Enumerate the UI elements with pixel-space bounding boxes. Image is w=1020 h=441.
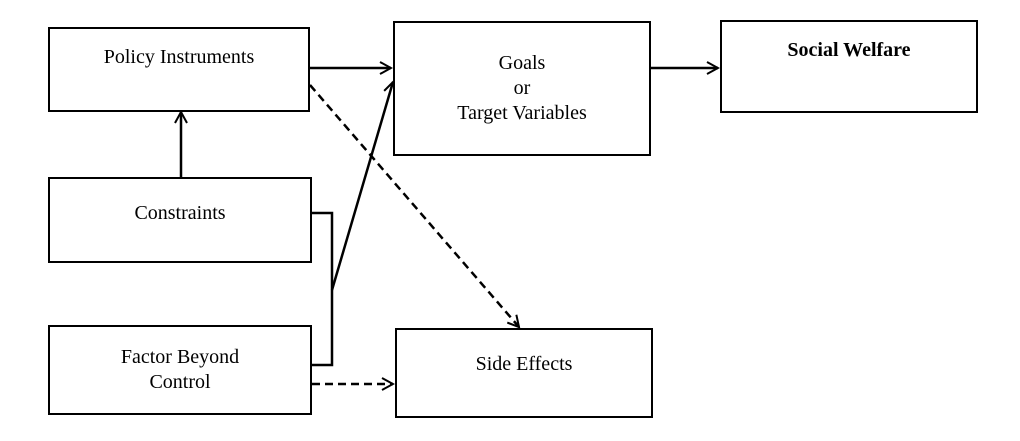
node-factor-line-2: Control [149,371,211,393]
edge-constraints-bracket [312,211,334,367]
node-social-welfare: Social Welfare [720,20,978,113]
node-side-effects: Side Effects [395,328,653,418]
node-policy-instruments-label: Policy Instruments [103,46,255,68]
node-factor-line-1: Factor Beyond [120,346,240,368]
edge-policy-to-side-effects [309,84,519,327]
node-factor-beyond-control: Factor Beyond Control [48,325,312,415]
node-side-effects-label: Side Effects [475,353,573,375]
node-constraints: Constraints [48,177,312,263]
node-goals-line-3: Target Variables [457,102,587,124]
node-constraints-label: Constraints [134,202,226,224]
node-goals-line-2: or [513,77,531,99]
edge-bracket-to-goals [330,82,393,291]
node-goals: Goals or Target Variables [393,21,651,156]
node-goals-line-1: Goals [498,52,546,74]
node-social-welfare-label: Social Welfare [787,39,911,61]
node-policy-instruments: Policy Instruments [48,27,310,112]
